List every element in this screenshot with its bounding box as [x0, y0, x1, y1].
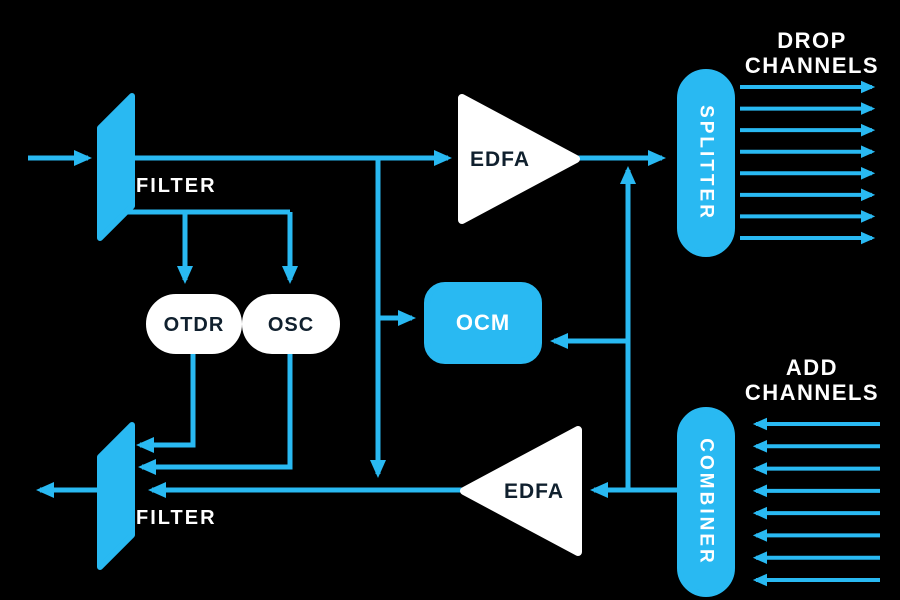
add-channel-arrows	[752, 417, 880, 587]
top-edfa-shape	[458, 94, 580, 224]
top-filter-label: FILTER	[136, 175, 217, 197]
otdr-label: OTDR	[164, 314, 225, 336]
osc-label: OSC	[268, 314, 314, 336]
bottom-edfa-shape	[460, 426, 582, 556]
top-filter-shape	[97, 93, 135, 241]
ocm-shape	[424, 282, 542, 364]
drop-channel-arrows	[740, 80, 876, 245]
drop-channels-label-line1: DROP	[777, 28, 847, 53]
bottom-edfa-label: EDFA	[504, 480, 564, 503]
osc-to-filter-arrow	[137, 351, 293, 476]
top-edfa-label: EDFA	[470, 148, 530, 171]
labels: FILTER FILTER EDFA EDFA OTDR OSC OCM SPL…	[136, 28, 879, 566]
osc-shape	[242, 294, 340, 354]
otdr-to-filter-arrow	[135, 351, 196, 454]
otdr-shape	[146, 294, 242, 354]
ocm-label: OCM	[456, 310, 510, 335]
combiner-label: COMBINER	[696, 438, 717, 565]
combiner-shape	[677, 407, 735, 597]
bottom-filter-shape	[97, 422, 135, 570]
splitter-label: SPLITTER	[696, 105, 717, 221]
add-channels-label-line2: CHANNELS	[745, 380, 879, 405]
splitter-shape	[677, 69, 735, 257]
bottom-filter-label: FILTER	[136, 507, 217, 529]
add-channels-label-line1: ADD	[786, 355, 838, 380]
drop-channels-label-line2: CHANNELS	[745, 53, 879, 78]
node-shapes	[97, 69, 735, 597]
flow-lines	[28, 149, 678, 499]
